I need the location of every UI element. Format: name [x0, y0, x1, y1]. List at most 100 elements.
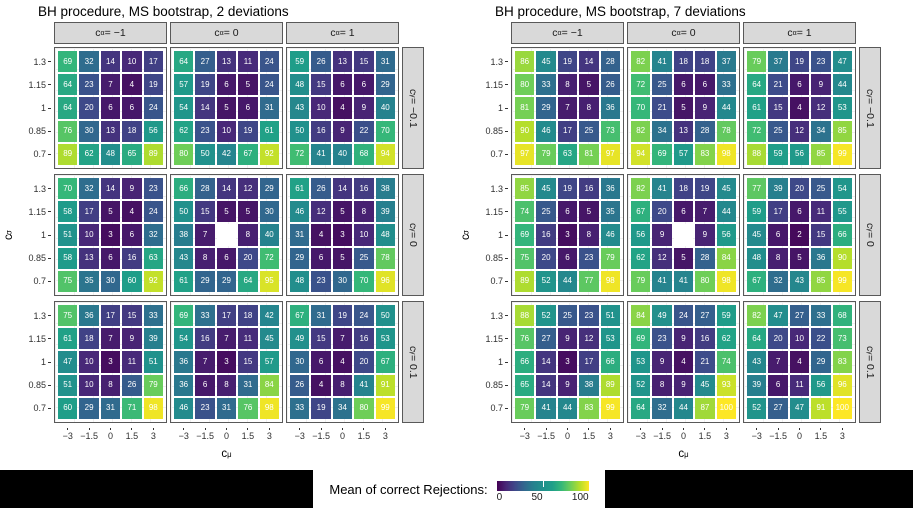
heatmap-cell: 6	[311, 351, 331, 373]
heatmap-cell: 3	[100, 224, 121, 246]
y-tick: 0.85	[19, 120, 51, 143]
heatmap-cell: 63	[557, 143, 578, 165]
heatmap-cell: 12	[811, 97, 831, 119]
y-tick-value: 1	[40, 357, 46, 367]
heatmap-cell: 15	[238, 351, 258, 373]
heatmap-cell: 13	[100, 120, 121, 142]
heatmap-cell: 20	[79, 97, 99, 119]
heatmap-cell: 70	[354, 270, 374, 292]
heatmap-cell: 48	[747, 247, 767, 269]
legend-tick-0: 0	[496, 492, 503, 503]
x-tick-value: −3	[635, 431, 646, 441]
y-tick-value: 0.7	[490, 276, 503, 287]
y-tick: 0.85	[19, 374, 51, 397]
heatmap-cell: 41	[354, 374, 374, 396]
heatmap-cell: 67	[290, 305, 310, 327]
heatmap-cell: 8	[238, 224, 258, 246]
y-tick: 1.3	[19, 177, 51, 200]
x-tick: 1.5	[578, 428, 599, 441]
heatmap-cell: 5	[789, 247, 810, 269]
heatmap-cell: 6	[354, 74, 374, 96]
heatmap-cell: 43	[290, 97, 310, 119]
heatmap-cell: 61	[58, 328, 78, 350]
y-tick-mark	[505, 211, 508, 213]
legend-scale: 0 50 100	[496, 481, 589, 503]
heatmap-cell: 5	[673, 247, 694, 269]
heatmap-cell: 59	[747, 201, 767, 223]
heatmap-cell: 64	[747, 74, 767, 96]
heatmap-cell: 48	[100, 143, 121, 165]
heatmap-cell: 23	[143, 178, 163, 200]
heatmap-cell: 15	[195, 201, 215, 223]
heatmap-cell: 24	[354, 305, 374, 327]
heatmap-cell: 16	[195, 328, 215, 350]
heatmap-cell: 62	[79, 143, 99, 165]
heatmap-cell: 14	[579, 51, 599, 73]
heatmap-cell: 57	[259, 351, 279, 373]
heatmap-cell: 4	[673, 351, 694, 373]
heatmap-cell: 27	[536, 328, 556, 350]
heatmap-cell: 26	[290, 374, 310, 396]
x-tick: 3	[143, 428, 164, 441]
heatmap-cell: 98	[143, 397, 163, 419]
x-tick-mark	[247, 428, 249, 430]
heatmap-cell: 15	[811, 224, 831, 246]
heatmap-cell: 24	[259, 74, 279, 96]
heatmap-cell: 65	[122, 143, 142, 165]
heatmap-cell: 30	[332, 270, 353, 292]
heatmap-cell: 100	[832, 397, 852, 419]
x-tick-mark	[661, 428, 663, 430]
heatmap-cell: 45	[695, 374, 715, 396]
heatmap-cell: 14	[195, 97, 215, 119]
y-tick-value: 0.7	[490, 149, 503, 160]
x-tick-mark	[226, 428, 228, 430]
heatmap-cell: 21	[768, 74, 788, 96]
x-tick: −3	[57, 428, 78, 441]
heatmap-cell: 55	[832, 201, 852, 223]
heatmap-cell: 45	[747, 224, 767, 246]
heatmap-cell: 10	[789, 328, 810, 350]
heatmap-cell: 8	[557, 74, 578, 96]
heatmap-cell: 5	[673, 97, 694, 119]
y-tick-value: 1.3	[490, 183, 503, 194]
y-tick-value: 1.15	[485, 333, 503, 344]
y-tick: 1.15	[476, 327, 508, 350]
heatmap-cell: 60	[58, 397, 78, 419]
heatmap-cell: 7	[100, 74, 121, 96]
heatmap-cell: 33	[716, 74, 736, 96]
heatmap-cell: 13	[216, 51, 237, 73]
heatmap-cell: 23	[311, 270, 331, 292]
y-tick-mark	[48, 407, 51, 409]
heatmap-cell: 28	[600, 51, 620, 73]
heatmap-cell: 68	[354, 143, 374, 165]
heatmap-cell: 41	[652, 270, 672, 292]
heatmap-cell: 17	[768, 201, 788, 223]
heatmap-cell: 99	[832, 143, 852, 165]
heatmap-cell: 49	[652, 305, 672, 327]
heatmap-cell: 18	[79, 328, 99, 350]
heatmap-cell: 38	[579, 374, 599, 396]
y-tick-mark	[48, 234, 51, 236]
heatmap-cell: 26	[600, 74, 620, 96]
y-tick-mark	[505, 84, 508, 86]
legend-tick-50: 50	[531, 492, 543, 503]
heatmap-cell: 8	[579, 224, 599, 246]
heatmap-cell: 19	[311, 397, 331, 419]
heatmap-cell: 39	[143, 328, 163, 350]
heatmap-cell: 6	[122, 97, 142, 119]
heatmap-cell: 30	[290, 351, 310, 373]
heatmap-cell: 36	[174, 351, 194, 373]
heatmap-cell: 15	[354, 51, 374, 73]
x-tick: 0	[100, 428, 121, 441]
y-tick-value: 0.85	[28, 126, 46, 137]
x-tick: 1.5	[121, 428, 142, 441]
heatmap-cell: 50	[195, 143, 215, 165]
